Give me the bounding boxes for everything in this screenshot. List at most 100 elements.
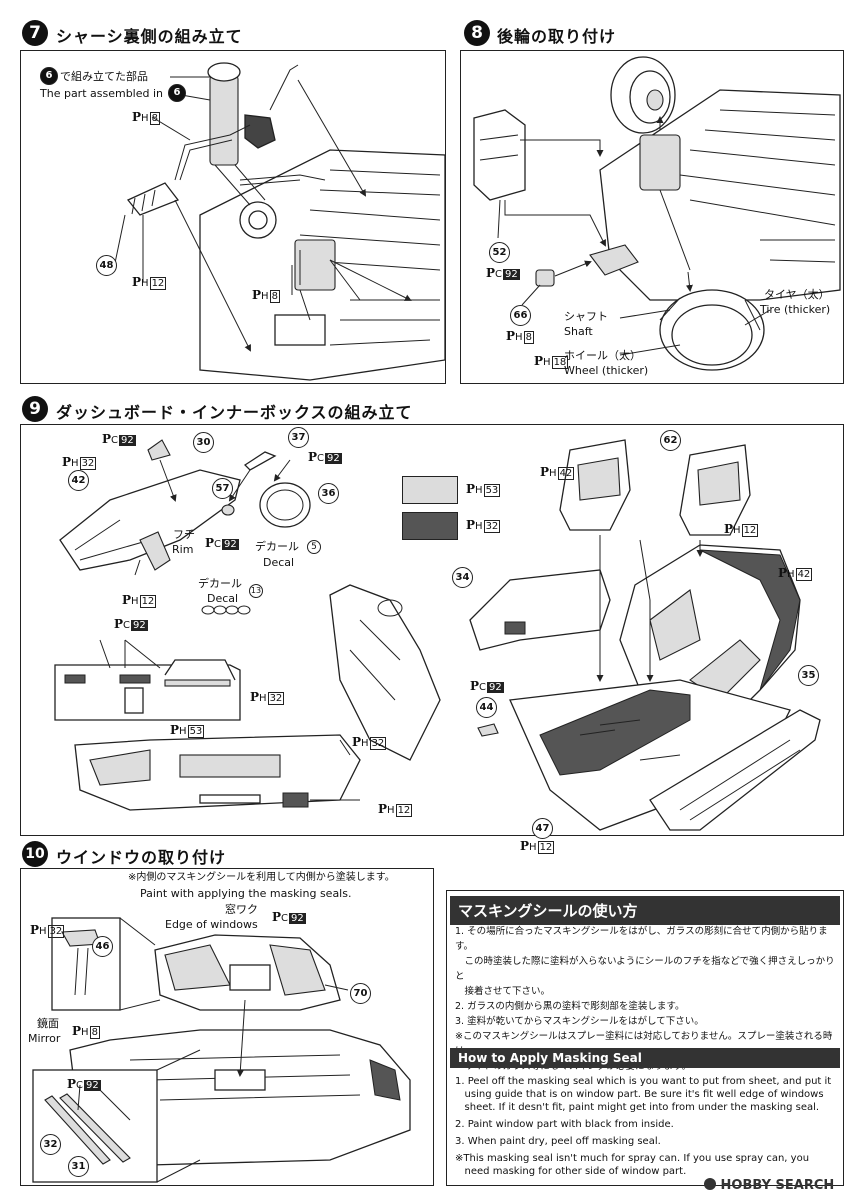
- masking-en-line-4: 2. Paint window part with black from ins…: [455, 1119, 674, 1130]
- masking-jp-line-1: 1. その場所に合ったマスキングシールをはがし、ガラスの彫刻に合せて内側から貼り…: [455, 926, 828, 952]
- masking-en-list: 1. Peel off the masking seal which is yo…: [455, 1075, 839, 1178]
- part-number: 8: [269, 290, 280, 303]
- part-number: 8: [523, 331, 534, 344]
- watermark: HOBBY SEARCH: [704, 1178, 834, 1193]
- part-number: 92: [222, 539, 239, 550]
- step-10-edge-en: Edge of windows: [165, 918, 258, 931]
- watermark-logo-icon: [704, 1178, 716, 1190]
- step-9-part-30: 30: [193, 432, 214, 453]
- part-number: 53: [187, 725, 205, 738]
- masking-en-line-6: ※This masking seal isn't much for spray …: [455, 1153, 810, 1164]
- step-8-part-52: 52: [489, 242, 510, 263]
- masking-box: [446, 890, 844, 1186]
- masking-en-line-7: need masking for other side of window pa…: [455, 1166, 687, 1177]
- part-number: 12: [741, 524, 759, 537]
- color-swatch-dark: [402, 512, 458, 540]
- step-10-part-31: 31: [68, 1156, 89, 1177]
- step-8-shaft-jp: シャフト: [564, 310, 608, 323]
- step-10-edge-jp: 窓ワク: [225, 903, 258, 916]
- masking-title-en: How to Apply Masking Seal: [450, 1048, 840, 1068]
- step-8-tire-jp: タイヤ（太）: [764, 288, 830, 301]
- step-10-mirror-jp: 鏡面: [37, 1017, 59, 1030]
- step-7-ref-6b: 6: [168, 84, 186, 102]
- part-number: 92: [131, 620, 148, 631]
- step-7-ref-6: 6: [40, 67, 58, 85]
- step-10-number: 10: [22, 841, 48, 867]
- step-8-tire-en: Tire (thicker): [760, 303, 831, 316]
- step-9-part-36: 36: [318, 483, 339, 504]
- masking-en-line-1: 1. Peel off the masking seal which is yo…: [455, 1076, 832, 1087]
- part-number: 92: [289, 913, 306, 924]
- step-7-number: 7: [22, 20, 48, 46]
- watermark-text: HOBBY SEARCH: [720, 1178, 835, 1193]
- step-9-decal13-en: Decal: [207, 592, 239, 605]
- step-10-note-en: Paint with applying the masking seals.: [140, 887, 352, 900]
- step-8-title: 後輪の取り付け: [497, 27, 617, 46]
- step-8-wheel-en: Wheel (thicker): [564, 364, 649, 377]
- step-9-rim-en: Rim: [172, 543, 194, 556]
- step-7-note-jp: で組み立てた部品: [60, 70, 148, 83]
- step-7-title: シャーシ裏側の組み立て: [56, 27, 243, 46]
- part-number: 92: [487, 682, 504, 693]
- step-9-decal5-num: 5: [307, 540, 321, 554]
- masking-jp-line-2: この時塗装した際に塗料が入らないようにシールのフチを指などで強く押さえしっかりと: [455, 956, 835, 982]
- step-8-part-66: 66: [510, 305, 531, 326]
- step-8-wheel-jp: ホイール（太）: [564, 349, 641, 362]
- part-number: 12: [149, 277, 167, 290]
- step-7-note-en: The part assembled in: [40, 87, 164, 100]
- masking-en-line-2: using guide that is on window part. Be s…: [455, 1089, 824, 1100]
- part-number: 92: [503, 269, 520, 280]
- part-number: 8: [89, 1026, 100, 1039]
- part-number: 92: [119, 435, 136, 446]
- step-9-part-62: 62: [660, 430, 681, 451]
- step-9-part-42: 42: [68, 470, 89, 491]
- step-9-part-35: 35: [798, 665, 819, 686]
- step-10-part-70: 70: [350, 983, 371, 1004]
- masking-en-line-5: 3. When paint dry, peel off masking seal…: [455, 1136, 661, 1147]
- part-number: 12: [139, 595, 157, 608]
- part-number: 32: [267, 692, 285, 705]
- step-9-decal5-jp: デカール: [255, 540, 299, 553]
- step-9-title: ダッシュボード・インナーボックスの組み立て: [56, 403, 413, 422]
- masking-jp-line-4: 2. ガラスの内側から黒の塗料で彫刻部を塗装します。: [455, 1001, 685, 1012]
- masking-jp-line-3: 接着させて下さい。: [455, 986, 551, 997]
- step-9-part-47: 47: [532, 818, 553, 839]
- step-9-part-37: 37: [288, 427, 309, 448]
- part-number: 8: [149, 112, 160, 125]
- part-number: 32: [369, 737, 387, 750]
- step-9-decal13-num: 13: [249, 584, 263, 598]
- masking-title-jp: マスキングシールの使い方: [450, 896, 840, 925]
- step-10-part-46: 46: [92, 936, 113, 957]
- step-8-number: 8: [464, 20, 490, 46]
- part-number: 32: [79, 457, 97, 470]
- masking-jp-line-5: 3. 塗料が乾いてからマスキングシールをはがして下さい。: [455, 1016, 704, 1027]
- step-9-decal13-jp: デカール: [198, 577, 242, 590]
- part-number: 32: [483, 520, 501, 533]
- part-number: 42: [557, 467, 575, 480]
